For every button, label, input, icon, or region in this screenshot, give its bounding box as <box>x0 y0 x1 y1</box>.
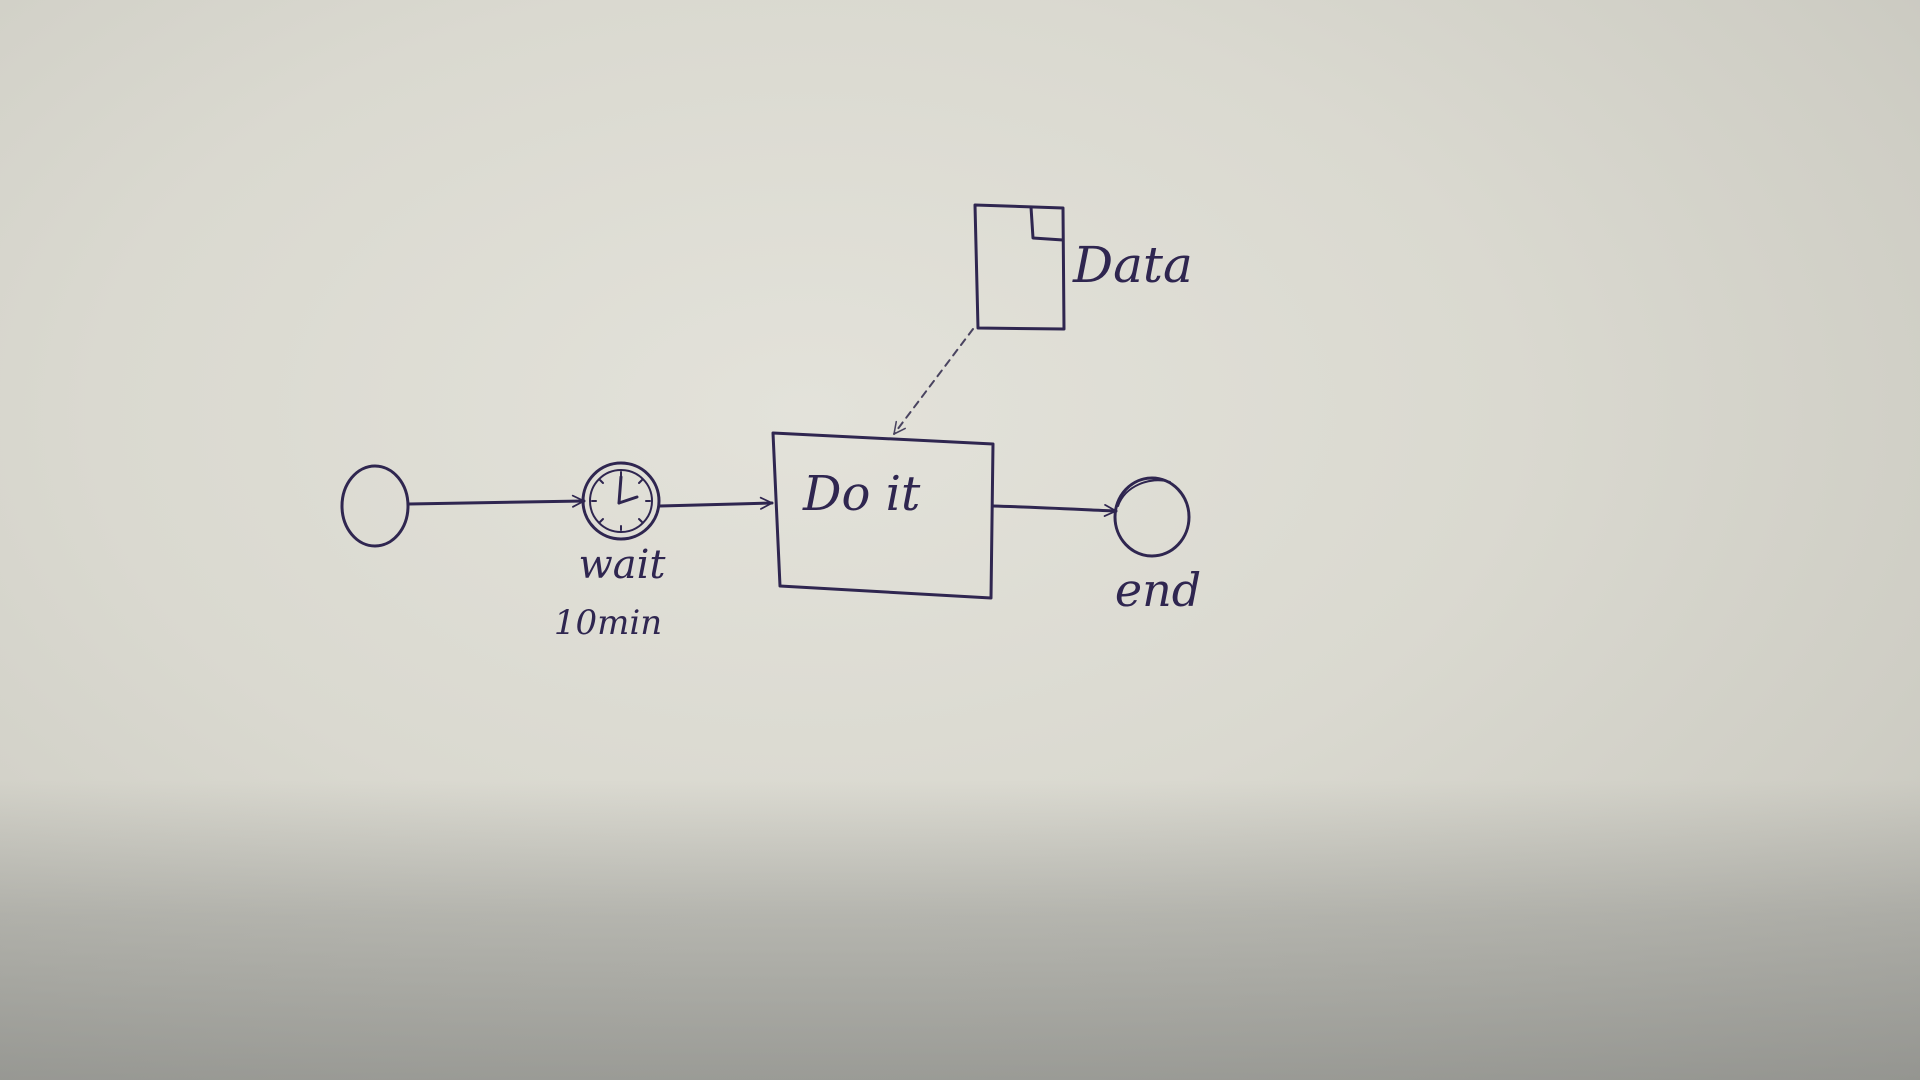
task-label: Do it <box>802 466 921 522</box>
data-label: Data <box>1072 236 1193 294</box>
timer-label-line1: wait <box>579 542 667 588</box>
start-event[interactable] <box>340 464 410 548</box>
data-object[interactable] <box>973 203 1066 331</box>
task-do-it[interactable] <box>771 431 995 600</box>
clock-icon <box>591 471 651 531</box>
paper-shadow <box>0 780 1920 1080</box>
edge-data-to-task <box>893 328 974 435</box>
end-label: end <box>1115 563 1201 617</box>
edge-task-to-end <box>991 504 1118 517</box>
timer-event[interactable] <box>581 461 661 541</box>
timer-label-line2: 10min <box>554 603 662 643</box>
end-event[interactable] <box>1113 476 1191 558</box>
edge-timer-to-task <box>658 496 774 510</box>
edge-start-to-timer <box>407 494 586 508</box>
